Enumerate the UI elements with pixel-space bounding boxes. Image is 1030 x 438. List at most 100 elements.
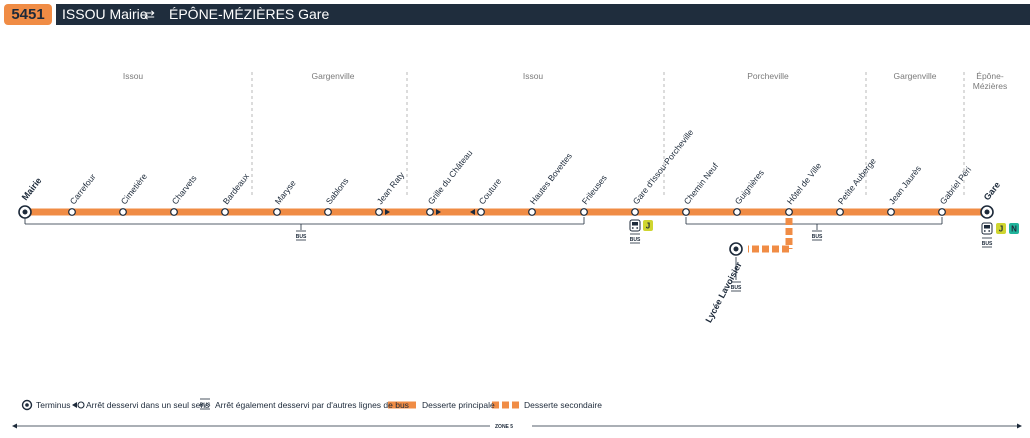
stop-marker — [119, 208, 127, 216]
stop-marker — [477, 208, 485, 216]
stop-marker — [580, 208, 588, 216]
bus-icon: BUS — [630, 233, 641, 244]
stop-marker — [682, 208, 690, 216]
stop-marker — [785, 208, 793, 216]
train-icon — [629, 219, 641, 232]
commune-label: Porcheville — [747, 71, 789, 81]
stop-marker — [631, 208, 639, 216]
bus-icon-text: BUS — [812, 234, 823, 240]
bus-connection-brackets — [24, 217, 943, 230]
commune-label-line: Épône- — [976, 71, 1004, 81]
legend-terminus: Terminus — [36, 400, 71, 410]
one-way-arrow — [436, 209, 441, 215]
stop-label: Jean Raty — [375, 169, 407, 206]
line-badge-letter: N — [1011, 225, 1017, 234]
train-light — [983, 230, 986, 232]
origin-label: ISSOU Mairie — [62, 6, 148, 22]
train-window — [632, 222, 638, 226]
stop-marker — [426, 208, 434, 216]
commune-label-line: Gargenville — [312, 71, 355, 81]
legend: Terminus Arrêt desservi dans un seul sen… — [0, 396, 1030, 416]
commune-label-line: Issou — [523, 71, 544, 81]
zone-bar — [12, 421, 1022, 429]
commune-label-line: Gargenville — [894, 71, 937, 81]
legend-bus-text: BUS — [200, 403, 211, 409]
zone-label: ZONE 5 — [495, 424, 514, 430]
terminus-inner — [984, 209, 990, 215]
line-badge-bg — [1009, 223, 1019, 234]
stop-label: Jean Jaurès — [887, 164, 923, 207]
commune-label: Gargenville — [894, 71, 937, 81]
stop-label: Cimetière — [119, 171, 149, 206]
stop-label: Maryse — [273, 178, 298, 206]
direction-arrows-icon: ⇄ — [144, 7, 155, 22]
bus-icon: BUS — [982, 237, 993, 248]
commune-label: Épône-Mézières — [973, 71, 1007, 91]
bus-icon-text: BUS — [296, 234, 307, 240]
secondary-branch — [735, 218, 793, 280]
terminus-stop — [729, 242, 743, 256]
stop-label: Petite Auberge — [836, 156, 878, 206]
stop-label: Grille du Château — [426, 148, 475, 206]
stop-marker — [733, 208, 741, 216]
stop-marker — [273, 208, 281, 216]
legend-bus-connection: Arrêt également desservi par d'autres li… — [215, 400, 409, 410]
commune-dividers — [251, 72, 965, 196]
commune-labels: Issou Gargenville Issou Porcheville Gargenvi… — [123, 71, 1007, 91]
branch-stop-label: Lycée Lavoisier — [703, 260, 744, 324]
one-way-arrow — [385, 209, 390, 215]
header-bar: 5451 ISSOU Mairie ⇄ ÉPÔNE-MÉZIÈRES Gare — [0, 0, 1030, 28]
legend-one-way-arrow-icon — [72, 402, 77, 408]
rer-j-icon: J — [643, 220, 653, 231]
commune-label: Gargenville — [312, 71, 355, 81]
train-light — [988, 230, 991, 232]
zone-arrow-right-icon — [1017, 423, 1022, 429]
transilien-n-icon: N — [1009, 223, 1019, 234]
destination-label: ÉPÔNE-MÉZIÈRES Gare — [169, 6, 330, 22]
stop-label: Hôtel de Ville — [785, 161, 824, 207]
stop-marker — [221, 208, 229, 216]
stop-label: Hautes Bovettes — [528, 151, 574, 206]
line-number-badge: 5451 — [4, 4, 52, 25]
stop-label: Chemin Neuf — [682, 160, 721, 206]
legend-terminus-icon — [21, 399, 33, 411]
commune-label-line: Porcheville — [747, 71, 789, 81]
legend-main-service: Desserte principale — [422, 400, 495, 410]
bus-icon-text: BUS — [731, 285, 742, 291]
legend-one-way: Arrêt desservi dans un seul sens — [86, 400, 210, 410]
stop-marker — [68, 208, 76, 216]
train-window — [984, 225, 990, 229]
line-badge-bg — [996, 223, 1006, 234]
bus-icon: BUS — [296, 230, 307, 241]
legend-secondary-service: Desserte secondaire — [524, 400, 602, 410]
stop-label: Couture — [477, 176, 504, 206]
legend-stop-icon — [77, 401, 85, 409]
stop-label: Gabriel Péri — [938, 165, 974, 207]
terminus-inner — [22, 209, 28, 215]
train-light — [636, 227, 639, 229]
stop-marker — [836, 208, 844, 216]
train-light — [631, 227, 634, 229]
bus-icon-text: BUS — [982, 241, 993, 247]
stop-label: Mairie — [20, 176, 44, 203]
stop-label: Bardeaux — [221, 171, 252, 206]
stop-label: Gare — [982, 180, 1003, 202]
bus-icon-text: BUS — [630, 237, 641, 243]
legend-bus-icon: BUS — [200, 398, 211, 410]
one-way-arrow — [470, 209, 475, 215]
commune-label-line: Issou — [123, 71, 144, 81]
terminus-inner — [733, 246, 739, 252]
terminus-stop — [18, 205, 32, 219]
rer-j-icon: J — [996, 223, 1006, 234]
stop-label: Sablons — [324, 176, 351, 206]
stop-marker — [938, 208, 946, 216]
stop-marker — [375, 208, 383, 216]
commune-label: Issou — [523, 71, 544, 81]
stop-marker — [528, 208, 536, 216]
stop-label: Carrefour — [68, 172, 98, 207]
route-title: ISSOU Mairie ⇄ ÉPÔNE-MÉZIÈRES Gare — [56, 4, 1030, 25]
line-badge-letter: J — [646, 222, 650, 231]
